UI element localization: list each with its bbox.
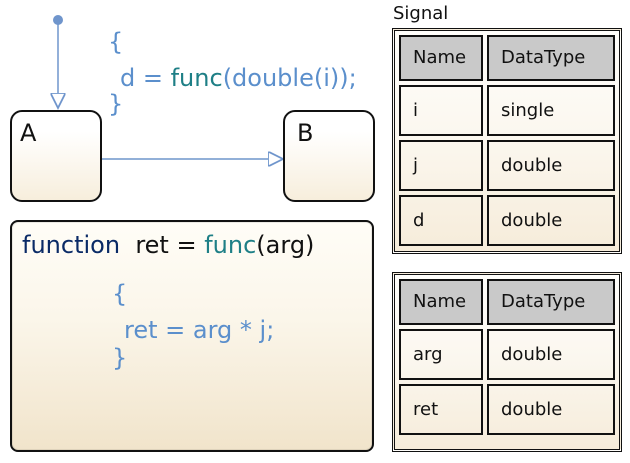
table-header-row: Name DataType: [399, 35, 615, 81]
table-header-name: Name: [399, 35, 483, 81]
signal-table-top: Name DataType i single j double d double: [392, 28, 622, 254]
table-header-datatype: DataType: [487, 279, 615, 325]
function-name: func: [204, 231, 257, 259]
function-args: (arg): [256, 231, 315, 259]
table-cell-name: arg: [399, 329, 483, 380]
table-row: d double: [399, 195, 615, 246]
state-a[interactable]: A: [10, 110, 102, 202]
graphical-function-signature: function ret = func(arg): [22, 233, 314, 257]
transition-action-line: d = func(double(i));: [120, 66, 357, 90]
table-cell-name: j: [399, 140, 483, 191]
table-cell-name: i: [399, 85, 483, 136]
signal-title: Signal: [393, 3, 449, 24]
function-keyword: function: [22, 231, 121, 259]
signal-table-bottom-grid: Name DataType arg double ret double: [395, 275, 619, 439]
function-body-line: ret = arg * j;: [124, 316, 275, 344]
table-cell-name: ret: [399, 384, 483, 435]
table-cell-datatype: double: [487, 329, 615, 380]
table-header-datatype: DataType: [487, 35, 615, 81]
transition-action-close-brace: }: [108, 90, 124, 118]
state-a-label: A: [20, 119, 37, 147]
function-body-close-brace: }: [112, 344, 128, 372]
transition-action-func-name: func: [170, 64, 223, 92]
state-b-label: B: [297, 119, 314, 147]
transition-action-open-brace: {: [108, 28, 124, 56]
state-b[interactable]: B: [283, 110, 375, 202]
table-header-row: Name DataType: [399, 279, 615, 325]
graphical-function-box[interactable]: function ret = func(arg) { ret = arg * j…: [10, 220, 374, 452]
transition-action-prefix: d =: [120, 64, 171, 92]
table-cell-name: d: [399, 195, 483, 246]
table-row: j double: [399, 140, 615, 191]
function-body-open-brace: {: [112, 280, 128, 308]
table-cell-datatype: double: [487, 195, 615, 246]
transition-action-suffix: (double(i));: [222, 64, 357, 92]
table-row: ret double: [399, 384, 615, 435]
signal-table-top-grid: Name DataType i single j double d double: [395, 31, 619, 250]
function-equals: =: [176, 231, 197, 259]
default-transition-dot: [53, 15, 63, 25]
function-return: ret: [135, 231, 169, 259]
table-cell-datatype: double: [487, 140, 615, 191]
table-row: arg double: [399, 329, 615, 380]
signal-table-bottom: Name DataType arg double ret double: [392, 272, 622, 452]
table-cell-datatype: double: [487, 384, 615, 435]
table-cell-datatype: single: [487, 85, 615, 136]
table-row: i single: [399, 85, 615, 136]
table-header-name: Name: [399, 279, 483, 325]
